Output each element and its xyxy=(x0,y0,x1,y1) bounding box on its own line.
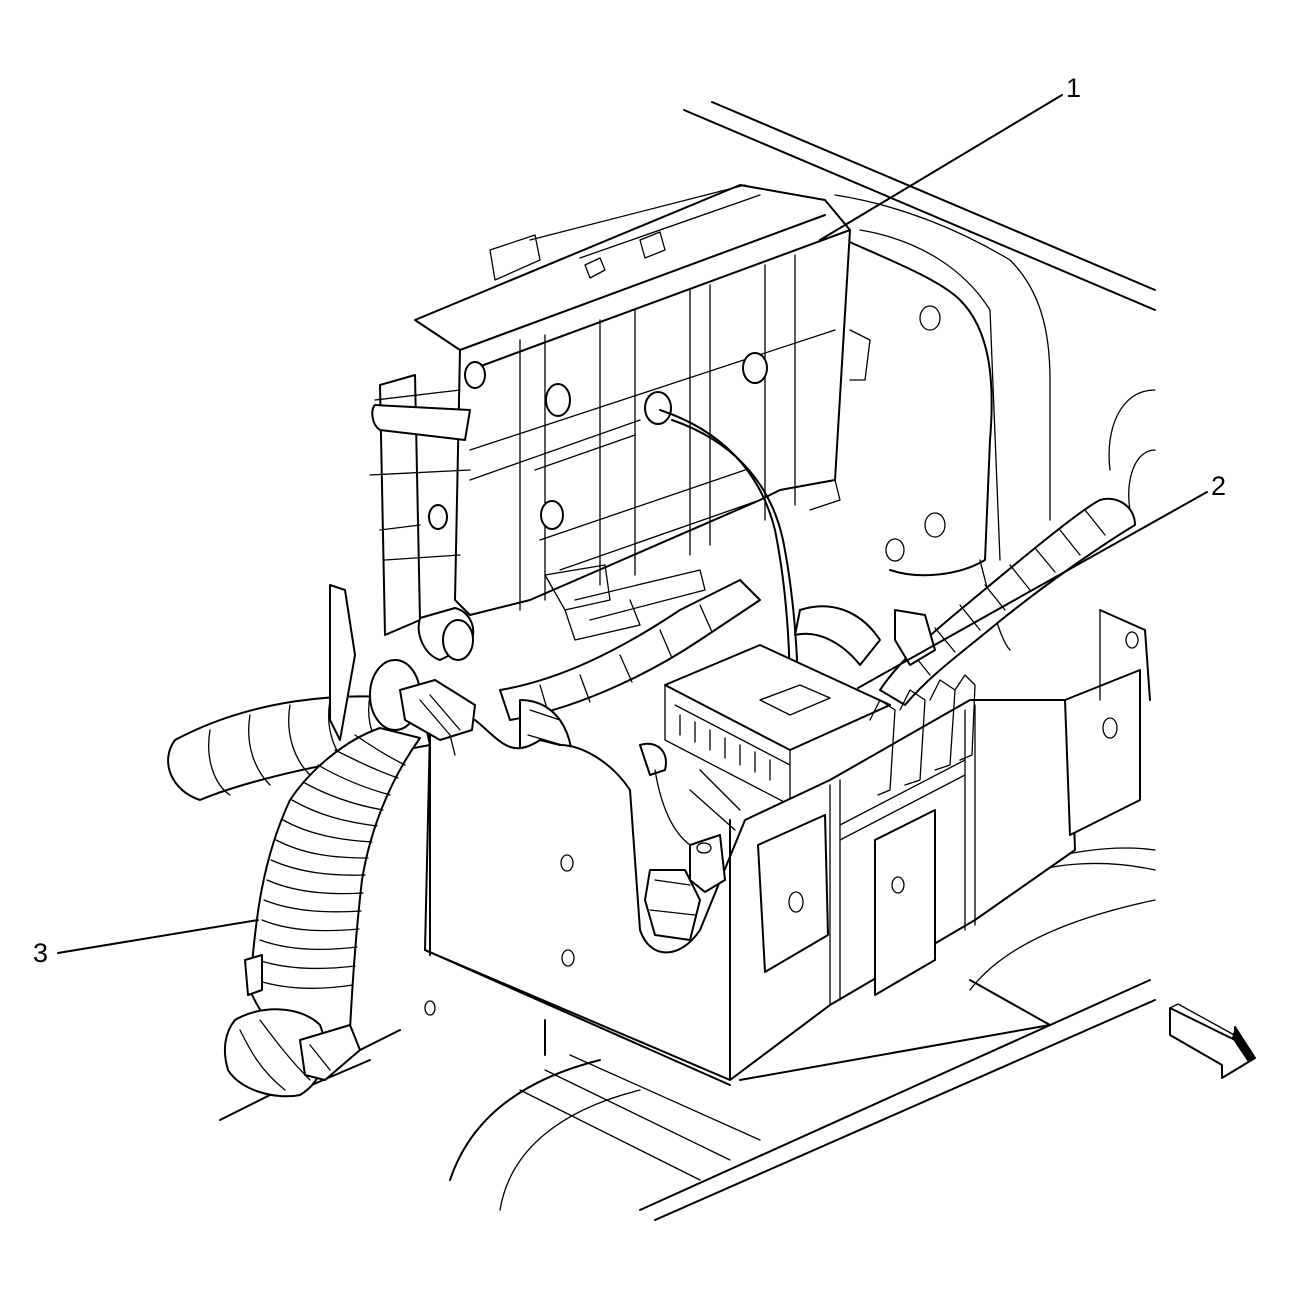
forward-arrow-icon xyxy=(1169,1003,1256,1079)
callout-2: 2 xyxy=(1211,471,1226,501)
callout-1: 1 xyxy=(1066,73,1081,103)
callouts: 1 2 3 xyxy=(33,73,1226,968)
leader-line-3 xyxy=(57,919,259,954)
main-harness xyxy=(499,497,1136,791)
callout-leaders xyxy=(57,94,1208,954)
corrugated-harness xyxy=(223,727,421,1098)
battery-tray xyxy=(329,584,1151,1086)
leader-line-2 xyxy=(857,491,1208,689)
callout-3: 3 xyxy=(33,938,48,968)
fuse-block-upper xyxy=(369,184,871,661)
wire xyxy=(659,409,799,701)
mounting-bracket xyxy=(844,239,993,577)
vehicle-body-background xyxy=(219,101,1156,1221)
leader-line-1 xyxy=(819,94,1063,241)
